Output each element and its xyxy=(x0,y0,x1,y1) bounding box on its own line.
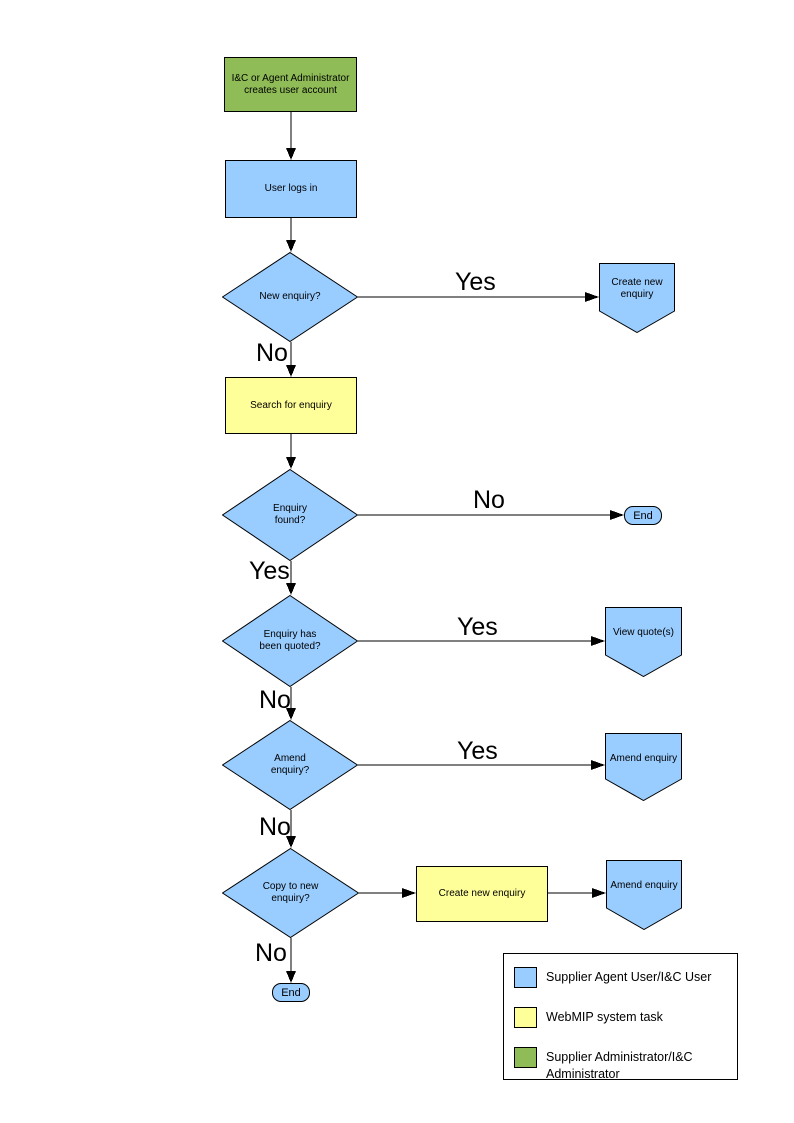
node-end-terminator-bottom: End xyxy=(272,983,310,1002)
edge-label-enquiry-quoted-no: No xyxy=(259,686,291,714)
node-label: Copy to new enquiry? xyxy=(222,848,359,938)
node-user-logs-in: User logs in xyxy=(225,160,357,218)
node-label-line: View quote(s) xyxy=(613,627,674,638)
node-label: Amend enquiry xyxy=(605,733,682,785)
node-label-line: Amend xyxy=(274,753,306,764)
node-label: Create new enquiry xyxy=(599,263,675,315)
edge-label-enquiry-quoted-yes: Yes xyxy=(457,613,498,641)
edge-admin-to-login xyxy=(286,112,296,160)
pentagon-shape xyxy=(606,860,682,930)
pentagon-shape xyxy=(599,263,675,333)
edge-label-new-enquiry-yes: Yes xyxy=(455,268,496,296)
edge-label-enquiry-found-no: No xyxy=(473,486,505,514)
diamond-shape xyxy=(222,595,358,687)
node-label: New enquiry? xyxy=(222,252,358,342)
node-end-terminator-right: End xyxy=(624,506,662,525)
node-new-enquiry-decision: New enquiry? xyxy=(222,252,358,342)
pentagon-shape xyxy=(605,607,682,677)
node-label: Amend enquiry xyxy=(606,860,682,912)
edge-found-no xyxy=(358,510,624,520)
node-create-new-enquiry-task: Create new enquiry xyxy=(416,866,548,922)
node-label-line: Enquiry has xyxy=(263,629,317,640)
edge-quoted-no xyxy=(286,687,296,720)
diamond-shape xyxy=(222,848,359,938)
node-label-line: Create new xyxy=(611,277,663,288)
node-admin-creates-account: I&C or Agent Administrator creates user … xyxy=(224,57,357,112)
node-label-line: enquiry? xyxy=(271,893,310,904)
node-label-line: End xyxy=(281,986,301,999)
diamond-shape xyxy=(222,469,358,561)
legend-item-supplier-administrator: Supplier Administrator/I&C Administrator xyxy=(514,1047,727,1083)
node-amend-enquiry-decision: Amend enquiry? xyxy=(222,720,358,810)
node-label-line: Copy to new xyxy=(262,881,319,892)
node-enquiry-found-decision: Enquiry found? xyxy=(222,469,358,561)
node-label-line: User logs in xyxy=(264,183,318,194)
legend-label: Supplier Agent User/I&C User xyxy=(546,970,712,984)
node-label-line: Create new enquiry xyxy=(438,888,526,899)
node-enquiry-quoted-decision: Enquiry has been quoted? xyxy=(222,595,358,687)
legend-swatch-user-task xyxy=(514,967,537,988)
edge-new-enquiry-no xyxy=(286,342,296,377)
edge-found-yes xyxy=(286,561,296,595)
node-label-line: I&C or Agent Administrator xyxy=(231,72,350,84)
edge-create-to-amend xyxy=(548,888,606,898)
node-amend-enquiry-offpage-2: Amend enquiry xyxy=(606,860,682,930)
edge-quoted-yes xyxy=(358,636,605,646)
edge-label-amend-enquiry-no: No xyxy=(259,813,291,841)
node-search-for-enquiry: Search for enquiry xyxy=(225,377,357,434)
legend-item-supplier-agent-user: Supplier Agent User/I&C User xyxy=(514,967,727,988)
pentagon-shape xyxy=(605,733,682,801)
legend-swatch-system-task xyxy=(514,1007,537,1028)
edge-search-to-found xyxy=(286,434,296,469)
node-amend-enquiry-offpage-1: Amend enquiry xyxy=(605,733,682,801)
edge-amend-no xyxy=(286,810,296,848)
diamond-shape xyxy=(222,720,358,810)
diamond-shape xyxy=(222,252,358,342)
node-copy-to-new-enquiry-decision: Copy to new enquiry? xyxy=(222,848,359,938)
node-label-line: enquiry xyxy=(620,289,654,300)
node-label: Amend enquiry? xyxy=(222,720,358,810)
node-label-line: Search for enquiry xyxy=(250,399,332,411)
edge-label-enquiry-found-yes: Yes xyxy=(249,557,290,585)
node-label: Enquiry found? xyxy=(222,469,358,561)
legend-item-webmip-system-task: WebMIP system task xyxy=(514,1007,727,1028)
node-label: Enquiry has been quoted? xyxy=(222,595,358,687)
edge-new-enquiry-yes xyxy=(358,292,599,302)
node-label-line: enquiry? xyxy=(270,765,310,776)
node-label-line: End xyxy=(633,509,653,522)
node-label-line: found? xyxy=(274,515,306,526)
node-label-line: creates user account xyxy=(244,84,337,96)
node-label-line: Enquiry xyxy=(273,503,307,514)
edge-amend-yes xyxy=(358,760,605,770)
node-create-new-enquiry-offpage: Create new enquiry xyxy=(599,263,675,333)
legend-swatch-admin-task xyxy=(514,1047,537,1068)
legend-label: Supplier Administrator/I&C Administrator xyxy=(546,1050,693,1081)
edge-copy-no xyxy=(286,938,296,983)
node-label-line: Amend enquiry xyxy=(609,753,678,764)
edge-login-to-new-enquiry xyxy=(286,218,296,252)
legend-label: WebMIP system task xyxy=(546,1010,663,1024)
node-label-line: been quoted? xyxy=(259,641,321,652)
node-label-line: Amend enquiry xyxy=(610,880,678,891)
edge-copy-to-create xyxy=(359,888,416,898)
edge-label-copy-to-new-no: No xyxy=(255,939,287,967)
legend: Supplier Agent User/I&C User WebMIP syst… xyxy=(503,953,738,1083)
edge-label-new-enquiry-no: No xyxy=(256,339,288,367)
node-view-quotes-offpage: View quote(s) xyxy=(605,607,682,677)
edge-label-amend-enquiry-yes: Yes xyxy=(457,737,498,765)
node-label-line: New enquiry? xyxy=(259,291,321,302)
node-label: View quote(s) xyxy=(605,607,682,659)
